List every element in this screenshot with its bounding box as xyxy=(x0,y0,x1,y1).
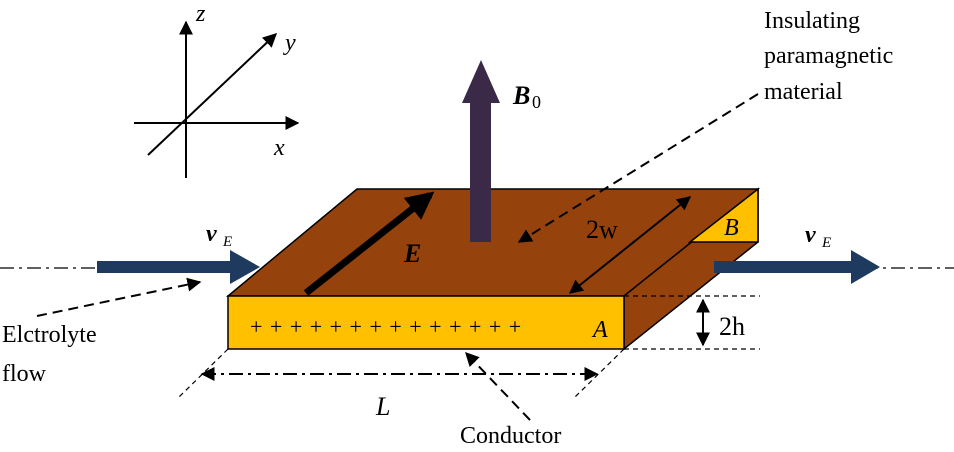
e-field-arrow xyxy=(303,191,435,296)
face-a-label: A xyxy=(591,317,608,343)
insulating-label-line2: paramagnetic xyxy=(764,43,893,69)
ve-right-subscript: E xyxy=(821,235,831,251)
b0-arrow xyxy=(462,60,500,242)
electrolyte-label-line2: flow xyxy=(2,361,47,387)
ve-right-label: v xyxy=(805,222,816,248)
z-axis-label: z xyxy=(195,1,206,27)
height-dimension xyxy=(624,295,760,350)
b0-subscript: 0 xyxy=(532,92,541,112)
electrolyte-leader-line xyxy=(36,277,202,317)
conductor-face-b xyxy=(687,187,759,243)
length-label: L xyxy=(375,392,390,421)
y-axis-label: y xyxy=(283,30,296,56)
flow-arrow-left xyxy=(97,250,260,284)
height-label: 2h xyxy=(719,312,745,341)
y-axis xyxy=(147,33,278,156)
charge-signs: + + + + + + + + + + + + + + xyxy=(250,314,522,339)
conductor-face-a xyxy=(227,295,625,350)
x-axis-label: x xyxy=(273,135,285,161)
ve-left-subscript: E xyxy=(222,234,232,250)
conductor-leader-line xyxy=(465,351,531,421)
e-field-label: E xyxy=(403,239,421,268)
insulating-label-line1: Insulating xyxy=(764,8,860,34)
length-dimension xyxy=(177,348,625,399)
insulating-label-line3: material xyxy=(764,79,843,105)
electrolyte-label-line1: Elctrolyte xyxy=(2,322,97,348)
width-label: 2w xyxy=(586,215,618,244)
face-b-label: B xyxy=(724,215,739,241)
coordinate-axes xyxy=(134,20,300,178)
conductor-label: Conductor xyxy=(460,423,561,449)
width-dimension-arrow xyxy=(568,196,692,294)
ve-left-label: v xyxy=(206,221,217,247)
b0-label: B xyxy=(512,81,530,110)
flow-arrow-right xyxy=(714,250,880,284)
